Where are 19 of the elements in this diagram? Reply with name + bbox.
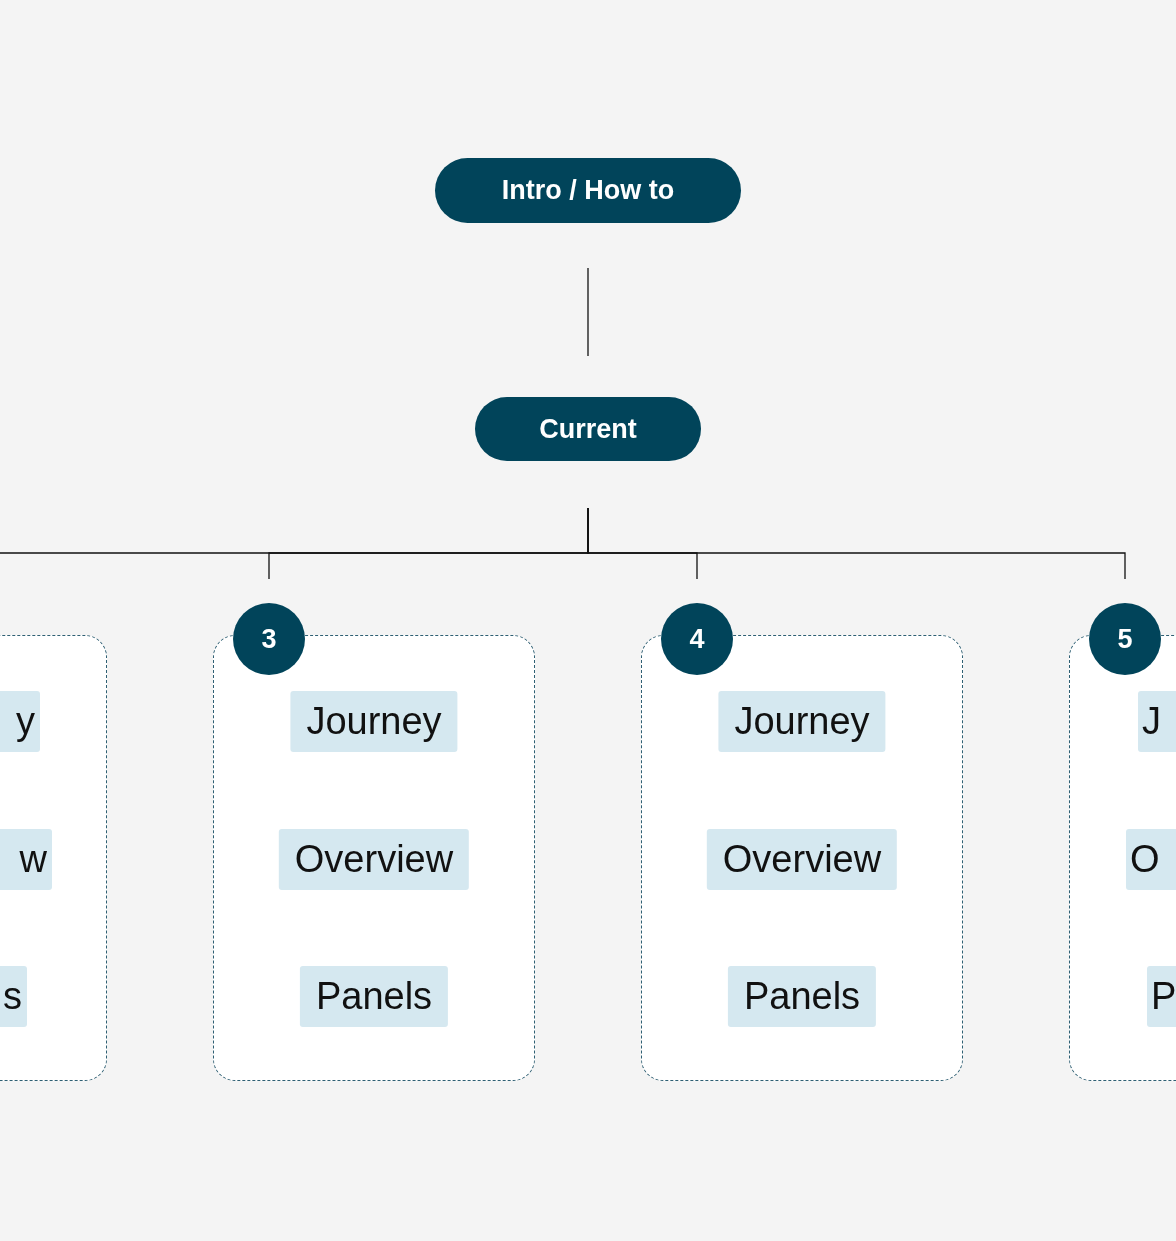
page-pill: Intro / How to [435,158,741,223]
page-tag: Overview [706,829,898,890]
page-tag: Panels [727,966,877,1027]
number-badge: 3 [233,603,305,675]
page-tag: O [1126,829,1176,890]
page-tag: s [0,966,27,1027]
page-tag: y [0,691,40,752]
page-tag: Overview [278,829,470,890]
page-tag: Panels [299,966,449,1027]
connector-line [587,267,589,357]
page-tag: Journey [290,691,458,752]
page-tag: P [1147,966,1176,1027]
number-badge: 4 [661,603,733,675]
page-tag: J [1138,691,1176,752]
connector-line [587,507,1126,580]
page-pill: Current [475,397,701,461]
page-tag: w [0,829,52,890]
page-tag: Journey [718,691,886,752]
number-badge: 5 [1089,603,1161,675]
